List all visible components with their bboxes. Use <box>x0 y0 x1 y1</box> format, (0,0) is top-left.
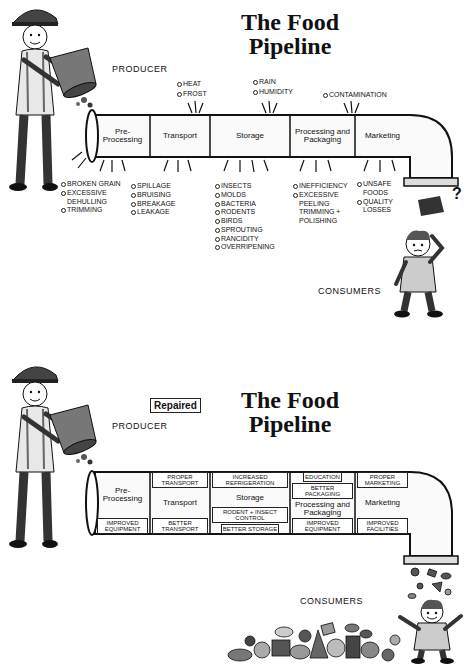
weather-label: HEAT <box>176 80 201 89</box>
loss-label: UNSAFE FOODS <box>356 180 406 198</box>
segment-label-box: Storage <box>236 132 264 140</box>
producer-label: PRODUCER <box>112 421 168 432</box>
repair-patch: IMPROVED EQUIPMENT <box>97 518 148 534</box>
pipe-segment: Pre-ProcessingIMPROVED EQUIPMENT <box>95 472 150 534</box>
segment-label-box: Marketing <box>365 132 400 140</box>
diagram-title: The Food Pipeline <box>215 388 365 436</box>
patch-label: PROPER TRANSPORT <box>154 474 206 486</box>
segment-label: Storage <box>236 494 264 502</box>
patch-row: IMPROVED FACILITIES <box>357 518 408 534</box>
segment-label-box: Pre-Processing <box>97 487 148 503</box>
patch-row: PROPER TRANSPORT <box>152 472 208 488</box>
weather-label: RAIN <box>252 78 276 87</box>
segment-label: Processing and Packaging <box>292 128 353 144</box>
loss-label: BIRDS <box>214 217 282 226</box>
segment-label: Pre-Processing <box>97 128 148 144</box>
loss-label: BRUISING <box>130 191 196 200</box>
repair-patch: IMPROVED EQUIPMENT <box>292 518 353 534</box>
loss-label: RODENTS <box>214 208 282 217</box>
segment-label-box: Transport <box>163 499 197 507</box>
patch-label: RODENT + INSECT CONTROL <box>214 509 286 521</box>
loss-label: INSECTS <box>214 182 282 191</box>
segment-label-box: Processing and Packaging <box>292 501 353 517</box>
repair-patch: BETTER TRANSPORT <box>152 518 208 534</box>
patch-label: INCREASED REFRIGERATION <box>214 474 286 486</box>
segment-label-box: Marketing <box>365 499 400 507</box>
patch-label: IMPROVED EQUIPMENT <box>294 520 351 532</box>
loss-label: BROKEN GRAIN <box>60 180 124 189</box>
weather-label: HUMIDITY <box>252 88 293 97</box>
repair-patch: BETTER STORAGE <box>221 524 280 534</box>
loss-label: BACTERIA <box>214 200 282 209</box>
segment-label: Processing and Packaging <box>292 501 353 517</box>
pipe-segment: Transport <box>150 115 210 157</box>
loss-label: BREAKAGE <box>130 200 196 209</box>
loss-label: INEFFICIENCY <box>292 182 352 191</box>
pipe-segment: PROPER MARKETING MarketingIMPROVED FACILI… <box>355 472 410 534</box>
loss-label: SPILLAGE <box>130 182 196 191</box>
repair-patch: RODENT + INSECT CONTROL <box>212 507 288 523</box>
loss-label: EXCESSIVE DEHULLING <box>60 189 124 207</box>
loss-column: UNSAFE FOODSQUALITY LOSSES <box>356 180 406 215</box>
repair-patch: INCREASED REFRIGERATION <box>212 472 288 488</box>
repair-patch: IMPROVED FACILITIES <box>357 518 408 534</box>
segment-label: Pre-Processing <box>97 487 148 503</box>
repair-patch: EDUCATION <box>303 472 342 482</box>
patch-row: INCREASED REFRIGERATION <box>212 472 288 488</box>
segment-label: Transport <box>163 499 197 507</box>
pipe-segment: Marketing <box>355 115 410 157</box>
loss-label: MOLDS <box>214 191 282 200</box>
patch-row: IMPROVED EQUIPMENT <box>97 518 148 534</box>
patch-row: PROPER MARKETING <box>357 472 408 488</box>
loss-label: SPROUTING <box>214 226 282 235</box>
consumer-label: CONSUMERS <box>300 596 363 607</box>
pipe-segment: Processing and Packaging <box>290 115 355 157</box>
repair-patch: BETTER PACKAGING <box>292 483 353 499</box>
producer-label: PRODUCER <box>112 64 168 75</box>
pipe-segment: Pre-Processing <box>95 115 150 157</box>
patch-label: BETTER STORAGE <box>223 526 278 532</box>
question-mark: ? <box>452 186 462 202</box>
repair-patch: PROPER TRANSPORT <box>152 472 208 488</box>
loss-label: OVERRIPENING <box>214 243 282 252</box>
repaired-tag: Repaired <box>150 398 201 413</box>
patch-row: RODENT + INSECT CONTROL BETTER STORAGE <box>212 507 288 534</box>
segment-label: Marketing <box>365 132 400 140</box>
patch-label: IMPROVED EQUIPMENT <box>99 520 146 532</box>
diagram-title: The Food Pipeline <box>215 10 365 58</box>
consumer-label: CONSUMERS <box>318 286 381 297</box>
patch-label: BETTER TRANSPORT <box>154 520 206 532</box>
patch-row: EDUCATION BETTER PACKAGING <box>292 472 353 499</box>
pipe-segment: INCREASED REFRIGERATION StorageRODENT + I… <box>210 472 290 534</box>
loss-label: QUALITY LOSSES <box>356 198 406 216</box>
patch-row: IMPROVED EQUIPMENT <box>292 518 353 534</box>
pipe-segment: PROPER TRANSPORT TransportBETTER TRANSPOR… <box>150 472 210 534</box>
segment-label-box: Pre-Processing <box>97 128 148 144</box>
pipe-segment: Storage <box>210 115 290 157</box>
repair-patch: PROPER MARKETING <box>357 472 408 488</box>
loss-label: TRIMMING <box>60 206 124 215</box>
patch-label: PROPER MARKETING <box>359 474 406 486</box>
segment-label-box: Processing and Packaging <box>292 128 353 144</box>
segment-label: Marketing <box>365 499 400 507</box>
segment-label-box: Transport <box>163 132 197 140</box>
contamination-label: CONTAMINATION <box>322 91 387 100</box>
loss-label: EXCESSIVE PEELING TRIMMING + POLISHING <box>292 191 352 226</box>
loss-column: INSECTSMOLDSBACTERIARODENTSBIRDSSPROUTIN… <box>214 182 282 252</box>
loss-label: RANCIDITY <box>214 235 282 244</box>
patch-label: EDUCATION <box>305 474 340 480</box>
patch-label: IMPROVED FACILITIES <box>359 520 406 532</box>
segment-label: Transport <box>163 132 197 140</box>
loss-column: SPILLAGEBRUISINGBREAKAGELEAKAGE <box>130 182 196 217</box>
loss-label: LEAKAGE <box>130 208 196 217</box>
loss-column: INEFFICIENCYEXCESSIVE PEELING TRIMMING +… <box>292 182 352 226</box>
segment-label-box: Storage <box>236 494 264 502</box>
patch-label: BETTER PACKAGING <box>294 485 351 497</box>
loss-column: BROKEN GRAINEXCESSIVE DEHULLINGTRIMMING <box>60 180 124 215</box>
pipe-segment: EDUCATION BETTER PACKAGING Processing and … <box>290 472 355 534</box>
weather-label: FROST <box>176 90 207 99</box>
segment-label: Storage <box>236 132 264 140</box>
patch-row: BETTER TRANSPORT <box>152 518 208 534</box>
